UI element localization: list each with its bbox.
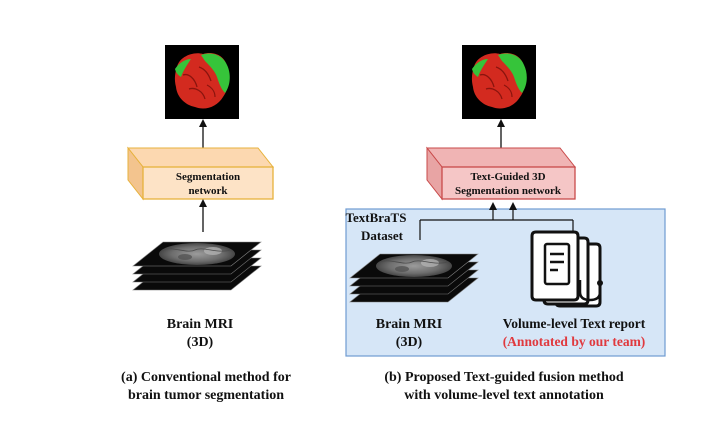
tumor-segmentation-render-icon-b [461, 44, 537, 120]
caption-a-line2: brain tumor segmentation [128, 388, 284, 403]
mri-slice-stack-icon [132, 241, 262, 291]
fusion-connector [419, 202, 574, 240]
panel-a: Segmentation network Brain MRI (3D) (a) … [121, 44, 291, 403]
caption-b-line2: with volume-level text annotation [404, 388, 604, 403]
caption-b-line1: (b) Proposed Text-guided fusion method [384, 370, 624, 385]
segmentation-network-box: Segmentation network [126, 146, 275, 201]
text-guided-box-label-line2: Segmentation network [455, 185, 562, 197]
medical-report-stack-icon [530, 230, 603, 308]
caption-a-line1: (a) Conventional method for [121, 370, 291, 385]
dataset-label-line1: TextBraTS [346, 210, 407, 225]
text-guided-box-label-line1: Text-Guided 3D [470, 171, 545, 183]
brain-mri-label-b: Brain MRI [376, 317, 443, 332]
text-report-label: Volume-level Text report [503, 316, 646, 331]
annotation-credit-label: (Annotated by our team) [503, 334, 646, 349]
panel-b: Text-Guided 3D Segmentation network Text… [345, 44, 666, 403]
segmentation-box-label-line2: network [188, 185, 228, 197]
dataset-label-line2: Dataset [361, 228, 404, 243]
text-guided-network-box: Text-Guided 3D Segmentation network [425, 146, 577, 201]
brain-mri-dimension-label-b: (3D) [396, 335, 423, 350]
brain-mri-dimension-label: (3D) [187, 335, 214, 350]
brain-mri-label: Brain MRI [167, 317, 234, 332]
tumor-segmentation-render-icon [164, 44, 240, 120]
segmentation-box-label-line1: Segmentation [176, 171, 240, 183]
